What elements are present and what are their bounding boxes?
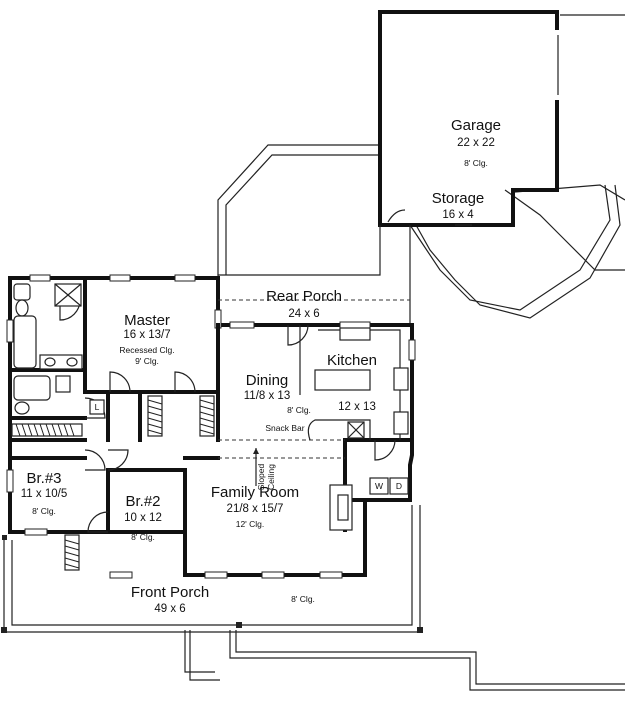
sloped-ceiling-line1: Sloped [256,463,266,490]
front-porch-name: Front Porch [131,584,209,601]
front-porch-ceiling: 8' Clg. [291,594,315,604]
washer-label: W [375,481,383,491]
family-room-dims: 21/8 x 15/7 [227,503,284,515]
front-porch-outline [1,505,423,633]
master-dims: 16 x 13/7 [123,329,170,341]
sloped-ceiling-line2: Ceiling [266,464,276,490]
snack-bar-label: Snack Bar [265,423,304,433]
linen-closet-label: L [95,402,100,412]
br2-ceiling: 8' Clg. [131,532,155,542]
master-ceiling-type: Recessed Clg. [119,345,174,355]
master-name: Master [124,312,170,329]
garage-ceiling: 8' Clg. [464,158,488,168]
garage-name: Garage [451,117,501,134]
storage-dims: 16 x 4 [442,209,474,221]
dining-name: Dining [246,372,289,389]
br3-dims: 11 x 10/5 [21,488,67,500]
storage-name: Storage [432,190,485,207]
fireplace [329,484,353,531]
kitchen-fixtures: W D [307,327,409,495]
doors [59,299,396,533]
br3-ceiling: 8' Clg. [32,506,56,516]
family-room-name: Family Room [211,484,299,501]
rear-porch-dims: 24 x 6 [288,308,319,320]
interior-walls [10,278,414,577]
bath-fixtures: L [13,283,105,415]
room-labels: Garage 22 x 22 8' Clg. Storage 16 x 4 Re… [21,117,501,615]
rear-porch-name: Rear Porch [266,288,342,305]
dining-dims: 11/8 x 13 [244,390,290,402]
br2-name: Br.#2 [125,493,160,510]
br3-name: Br.#3 [26,470,61,487]
site-lines [184,14,625,691]
master-ceiling-height: 9' Clg. [135,356,159,366]
dining-ceiling: 8' Clg. [287,405,311,415]
br2-dims: 10 x 12 [124,512,162,524]
family-room-ceiling: 12' Clg. [236,519,265,529]
dryer-label: D [396,481,402,491]
garage-dims: 22 x 22 [457,137,495,149]
closet-hatching [11,395,215,571]
kitchen-name: Kitchen [327,352,377,369]
kitchen-dims: 12 x 13 [338,401,376,413]
front-porch-dims: 49 x 6 [154,603,185,615]
